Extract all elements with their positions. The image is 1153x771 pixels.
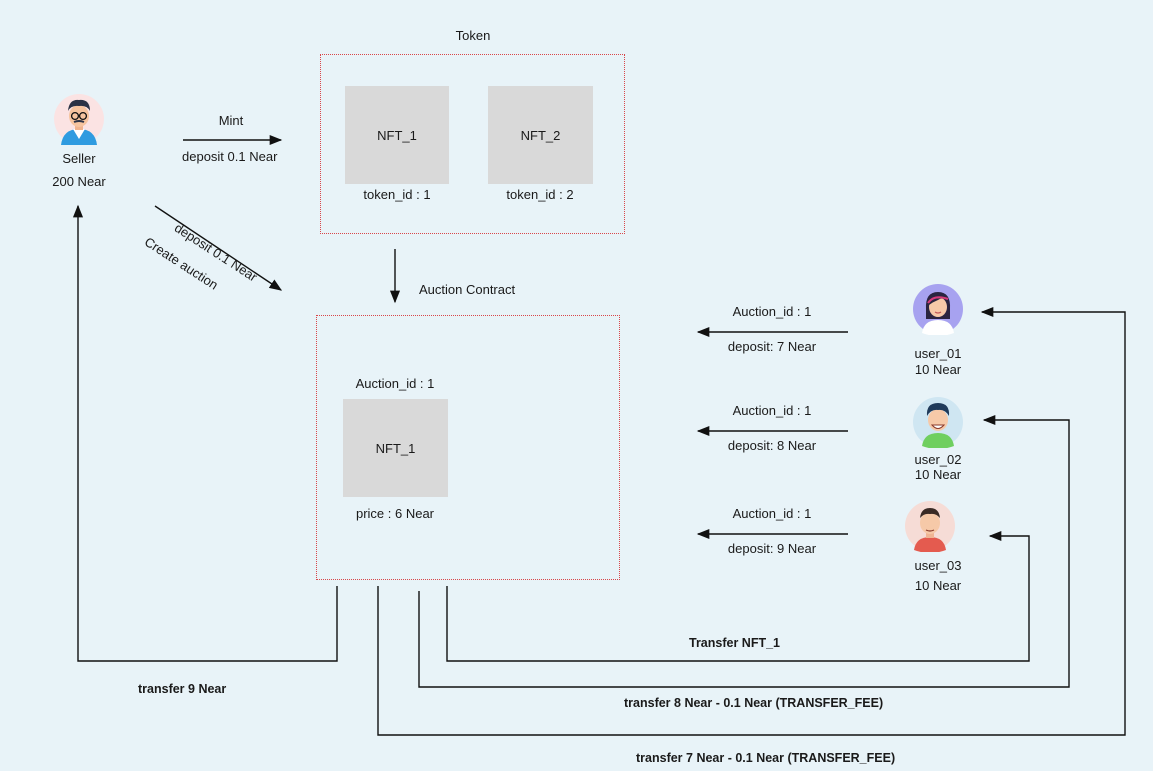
user-02-name: user_02 xyxy=(914,452,962,467)
refund-user02-line xyxy=(418,414,1070,688)
create-auction-arrow xyxy=(154,205,283,291)
token-nft-2: NFT_2 xyxy=(488,86,593,184)
auction-price-label: price : 6 Near xyxy=(355,506,435,521)
bid-2-auction: Auction_id : 1 xyxy=(732,403,812,418)
token-id-2: token_id : 2 xyxy=(506,187,574,202)
transfer-seller-label: transfer 9 Near xyxy=(138,682,227,696)
user-01-balance: 10 Near xyxy=(914,362,962,377)
token-title: Token xyxy=(455,28,491,43)
bid-1-deposit: deposit: 7 Near xyxy=(727,339,817,354)
seller-balance: 200 Near xyxy=(52,174,106,189)
transfer-nft-label: Transfer NFT_1 xyxy=(689,636,781,650)
bid-1-auction: Auction_id : 1 xyxy=(732,304,812,319)
auction-box xyxy=(316,315,620,580)
bid-2-deposit: deposit: 8 Near xyxy=(727,438,817,453)
auction-id-label: Auction_id : 1 xyxy=(355,376,435,391)
seller-transfer-line xyxy=(72,204,338,662)
seller-label: Seller xyxy=(62,151,96,166)
token-nft-1: NFT_1 xyxy=(345,86,449,184)
user-02-avatar-icon xyxy=(913,397,963,448)
refund-user01-line xyxy=(377,306,1126,736)
transfer-user02-label: transfer 8 Near - 0.1 Near (TRANSFER_FEE… xyxy=(624,696,884,710)
mint-deposit-label: deposit 0.1 Near xyxy=(182,149,278,164)
user-03-name: user_03 xyxy=(914,558,962,573)
token-box xyxy=(320,54,625,234)
auction-contract-title: Auction Contract xyxy=(419,282,516,297)
seller-avatar-icon xyxy=(54,94,104,145)
user-02-balance: 10 Near xyxy=(914,467,962,482)
user-01-name: user_01 xyxy=(914,346,962,361)
transfer-user01-label: transfer 7 Near - 0.1 Near (TRANSFER_FEE… xyxy=(636,751,896,765)
nft-transfer-line xyxy=(446,530,1030,662)
user-03-avatar-icon xyxy=(905,501,955,552)
user-03-balance: 10 Near xyxy=(914,578,962,593)
bid-3-auction: Auction_id : 1 xyxy=(732,506,812,521)
user-01-avatar-icon xyxy=(913,284,963,335)
token-id-1: token_id : 1 xyxy=(363,187,431,202)
bid-3-deposit: deposit: 9 Near xyxy=(727,541,817,556)
auction-nft: NFT_1 xyxy=(343,399,448,497)
mint-label: Mint xyxy=(218,113,244,128)
